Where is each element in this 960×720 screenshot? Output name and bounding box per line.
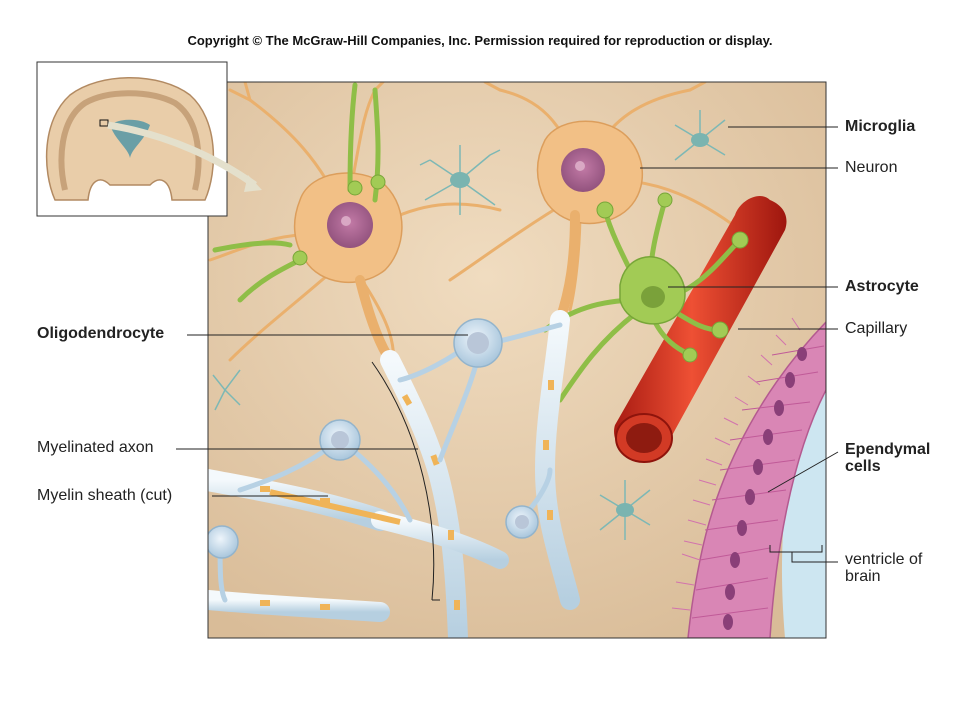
label-ependymal-line1: Ependymal (845, 441, 931, 458)
ependymal-layer (687, 320, 826, 638)
label-ventricle-line1: ventricle of (845, 551, 923, 568)
label-neuron: Neuron (845, 159, 898, 176)
label-oligodendrocyte: Oligodendrocyte (37, 325, 165, 342)
label-ventricle-line2: brain (845, 568, 881, 585)
copyright-notice: Copyright © The McGraw-Hill Companies, I… (187, 33, 773, 48)
label-myelin-sheath: Myelin sheath (cut) (37, 487, 173, 504)
leader-ependymal (767, 451, 839, 493)
ventricle (781, 380, 826, 638)
label-ependymal-line2: cells (845, 458, 881, 475)
label-myelinated-axon: Myelinated axon (37, 439, 154, 456)
label-astrocyte: Astrocyte (845, 278, 919, 295)
label-capillary: Capillary (845, 320, 908, 337)
label-microglia: Microglia (845, 118, 916, 135)
